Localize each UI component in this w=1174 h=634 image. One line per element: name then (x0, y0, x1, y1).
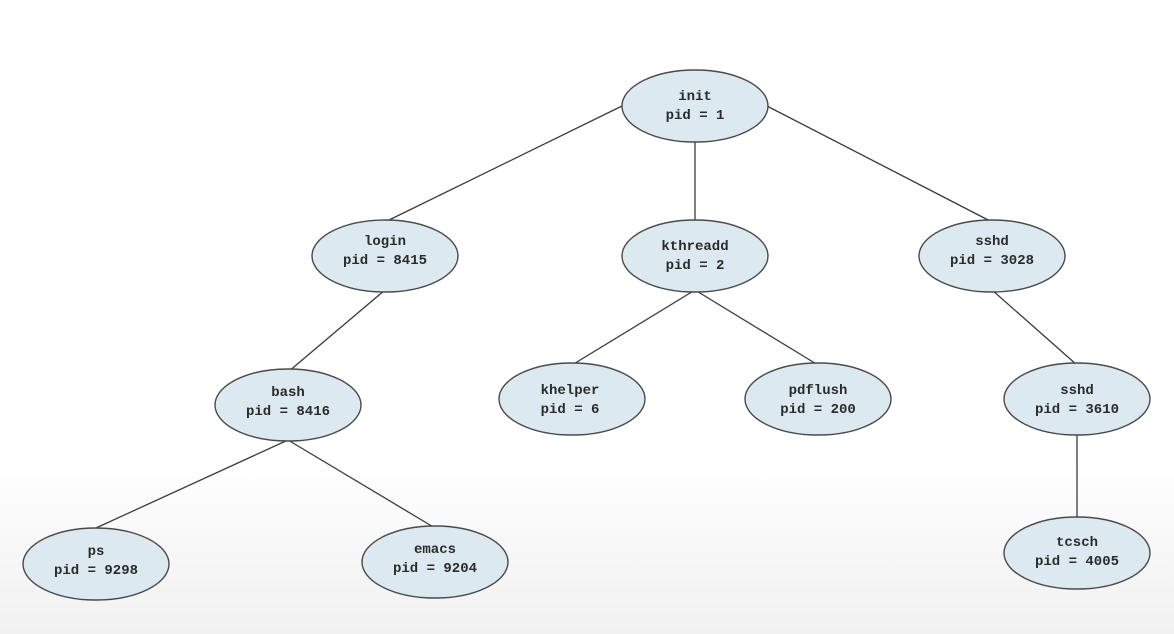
process-pid: pid = 3610 (1035, 402, 1119, 418)
process-node-emacs: emacs pid = 9204 (361, 525, 509, 599)
edge-sshd-3028-sshd-3610 (991, 289, 1078, 366)
process-pid: pid = 3028 (950, 253, 1034, 269)
process-name: sshd (975, 234, 1009, 250)
node-ellipse (214, 368, 362, 442)
process-node-sshd-3610: sshd pid = 3610 (1003, 362, 1151, 436)
edge-kthreadd-pdflush (694, 289, 819, 366)
edge-kthreadd-khelper (571, 289, 696, 366)
process-name: init (678, 89, 712, 105)
edge-init-sshd-3028 (766, 105, 993, 223)
process-node-pdflush: pdflush pid = 200 (744, 362, 892, 436)
process-pid: pid = 8416 (246, 404, 330, 420)
process-pid: pid = 2 (666, 258, 725, 274)
process-name: login (364, 234, 406, 250)
node-ellipse (22, 527, 170, 601)
process-node-login: login pid = 8415 (311, 219, 459, 293)
node-ellipse (1003, 516, 1151, 590)
process-name: khelper (541, 383, 600, 399)
process-name: kthreadd (661, 239, 728, 255)
process-node-tcsch: tcsch pid = 4005 (1003, 516, 1151, 590)
process-pid: pid = 4005 (1035, 554, 1119, 570)
node-ellipse (361, 525, 509, 599)
process-node-init: init pid = 1 (621, 69, 769, 143)
edge-init-login (384, 105, 623, 223)
edge-login-bash (287, 289, 386, 373)
process-name: bash (271, 385, 305, 401)
process-node-ps: ps pid = 9298 (22, 527, 170, 601)
process-name: ps (88, 544, 105, 560)
edges (95, 105, 1078, 529)
process-node-kthreadd: kthreadd pid = 2 (621, 219, 769, 293)
node-ellipse (621, 219, 769, 293)
process-name: pdflush (789, 383, 848, 399)
node-ellipse (744, 362, 892, 436)
process-name: sshd (1060, 383, 1094, 399)
process-node-sshd-3028: sshd pid = 3028 (918, 219, 1066, 293)
node-ellipse (918, 219, 1066, 293)
process-name: emacs (414, 542, 456, 558)
node-ellipse (1003, 362, 1151, 436)
edge-bash-emacs (287, 439, 436, 529)
edge-bash-ps (95, 439, 289, 529)
process-pid: pid = 9204 (393, 561, 477, 577)
node-ellipse (621, 69, 769, 143)
process-pid: pid = 8415 (343, 253, 427, 269)
process-pid: pid = 9298 (54, 563, 138, 579)
process-pid: pid = 6 (541, 402, 600, 418)
process-name: tcsch (1056, 535, 1098, 551)
node-ellipse (498, 362, 646, 436)
process-node-khelper: khelper pid = 6 (498, 362, 646, 436)
process-pid: pid = 1 (666, 108, 725, 124)
process-pid: pid = 200 (780, 402, 856, 418)
node-ellipse (311, 219, 459, 293)
process-node-bash: bash pid = 8416 (214, 368, 362, 442)
